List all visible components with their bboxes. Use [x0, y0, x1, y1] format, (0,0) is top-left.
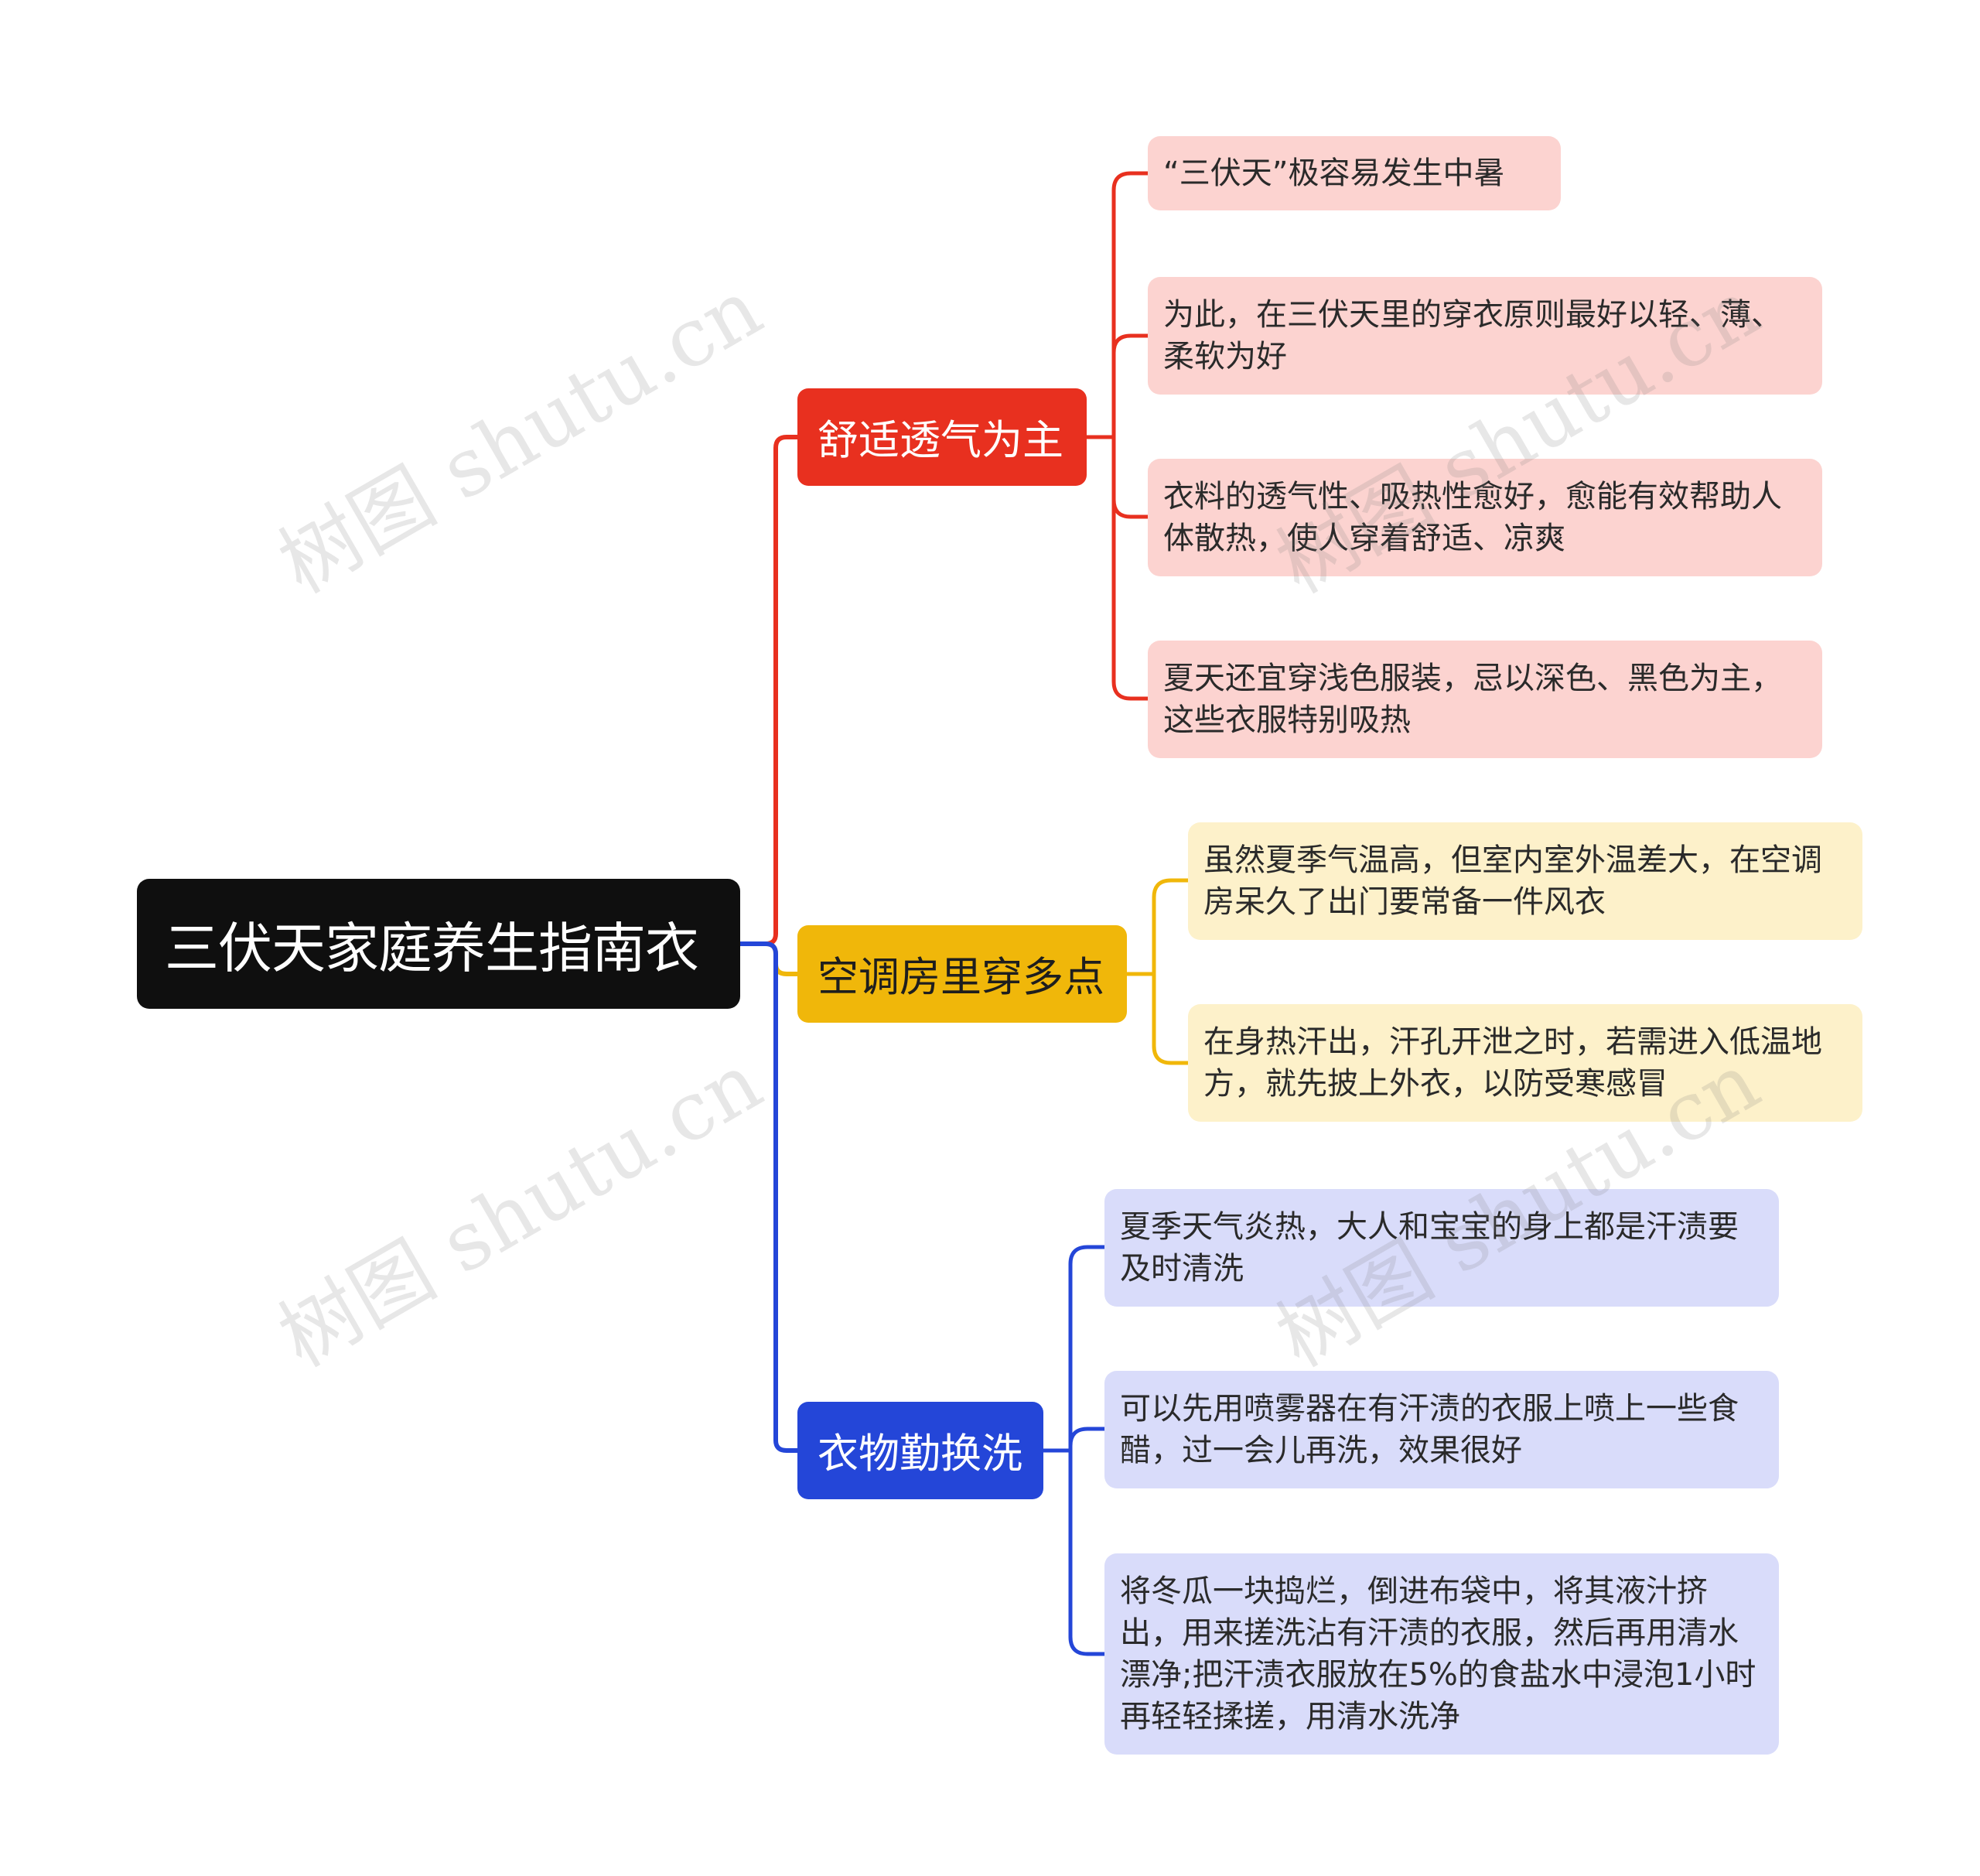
branch-node-comfort[interactable]: 舒适透气为主	[797, 388, 1087, 486]
leaf-node-washing-3[interactable]: 将冬瓜一块捣烂，倒进布袋中，将其液汁挤出，用来搓洗沾有汗渍的衣服，然后再用清水漂…	[1104, 1553, 1779, 1755]
leaf-text: 在身热汗出，汗孔开泄之时，若需进入低温地方，就先披上外衣，以防受寒感冒	[1203, 1024, 1822, 1102]
link-b2-leaf-1	[1127, 878, 1188, 976]
branch-node-washing[interactable]: 衣物勤换洗	[797, 1402, 1043, 1499]
leaf-node-comfort-2[interactable]: 为此，在三伏天里的穿衣原则最好以轻、薄、柔软为好	[1148, 277, 1822, 395]
leaf-node-washing-2[interactable]: 可以先用喷雾器在有汗渍的衣服上喷上一些食醋，过一会儿再洗，效果很好	[1104, 1371, 1779, 1488]
link-root-branch-3	[740, 941, 797, 1453]
leaf-text: “三伏天”极容易发生中暑	[1163, 155, 1505, 191]
link-b1-leaf-4	[1111, 437, 1148, 701]
leaf-node-comfort-4[interactable]: 夏天还宜穿浅色服装，忌以深色、黑色为主，这些衣服特别吸热	[1148, 641, 1822, 758]
branch-label: 舒适透气为主	[818, 417, 1063, 464]
branch-label: 衣物勤换洗	[818, 1430, 1022, 1478]
leaf-text: 夏季天气炎热，大人和宝宝的身上都是汗渍要及时清洗	[1120, 1209, 1739, 1287]
link-root-branch-1	[740, 435, 797, 946]
link-b3-leaf-2	[1068, 1427, 1104, 1451]
leaf-node-aircon-2[interactable]: 在身热汗出，汗孔开泄之时，若需进入低温地方，就先披上外衣，以防受寒感冒	[1188, 1004, 1862, 1122]
leaf-text: 可以先用喷雾器在有汗渍的衣服上喷上一些食醋，过一会儿再洗，效果很好	[1120, 1391, 1739, 1468]
leaf-text: 将冬瓜一块捣烂，倒进布袋中，将其液汁挤出，用来搓洗沾有汗渍的衣服，然后再用清水漂…	[1120, 1574, 1756, 1734]
leaf-text: 虽然夏季气温高，但室内室外温差大，在空调房呆久了出门要常备一件风衣	[1203, 842, 1822, 920]
link-b1-leaf-1	[1087, 171, 1148, 439]
link-b1-leaf-3	[1111, 437, 1148, 519]
leaf-node-comfort-1[interactable]: “三伏天”极容易发生中暑	[1148, 136, 1561, 210]
branch-label: 空调房里穿多点	[818, 954, 1104, 1001]
leaf-node-comfort-3[interactable]: 衣料的透气性、吸热性愈好，愈能有效帮助人体散热，使人穿着舒适、凉爽	[1148, 459, 1822, 576]
leaf-node-aircon-1[interactable]: 虽然夏季气温高，但室内室外温差大，在空调房呆久了出门要常备一件风衣	[1188, 822, 1862, 940]
leaf-text: 衣料的透气性、吸热性愈好，愈能有效帮助人体散热，使人穿着舒适、凉爽	[1163, 479, 1782, 556]
leaf-node-washing-1[interactable]: 夏季天气炎热，大人和宝宝的身上都是汗渍要及时清洗	[1104, 1189, 1779, 1307]
link-b3-leaf-3	[1068, 1451, 1104, 1656]
leaf-text: 夏天还宜穿浅色服装，忌以深色、黑色为主，这些衣服特别吸热	[1163, 661, 1782, 738]
branch-node-aircon[interactable]: 空调房里穿多点	[797, 925, 1127, 1023]
link-b3-leaf-1	[1043, 1245, 1104, 1453]
root-node[interactable]: 三伏天家庭养生指南衣	[137, 879, 740, 1009]
link-root-branch-2	[740, 941, 797, 976]
link-b1-leaf-2	[1111, 333, 1148, 437]
link-b2-leaf-2	[1152, 974, 1188, 1065]
root-label: 三伏天家庭养生指南衣	[165, 916, 699, 980]
leaf-text: 为此，在三伏天里的穿衣原则最好以轻、薄、柔软为好	[1163, 297, 1782, 374]
